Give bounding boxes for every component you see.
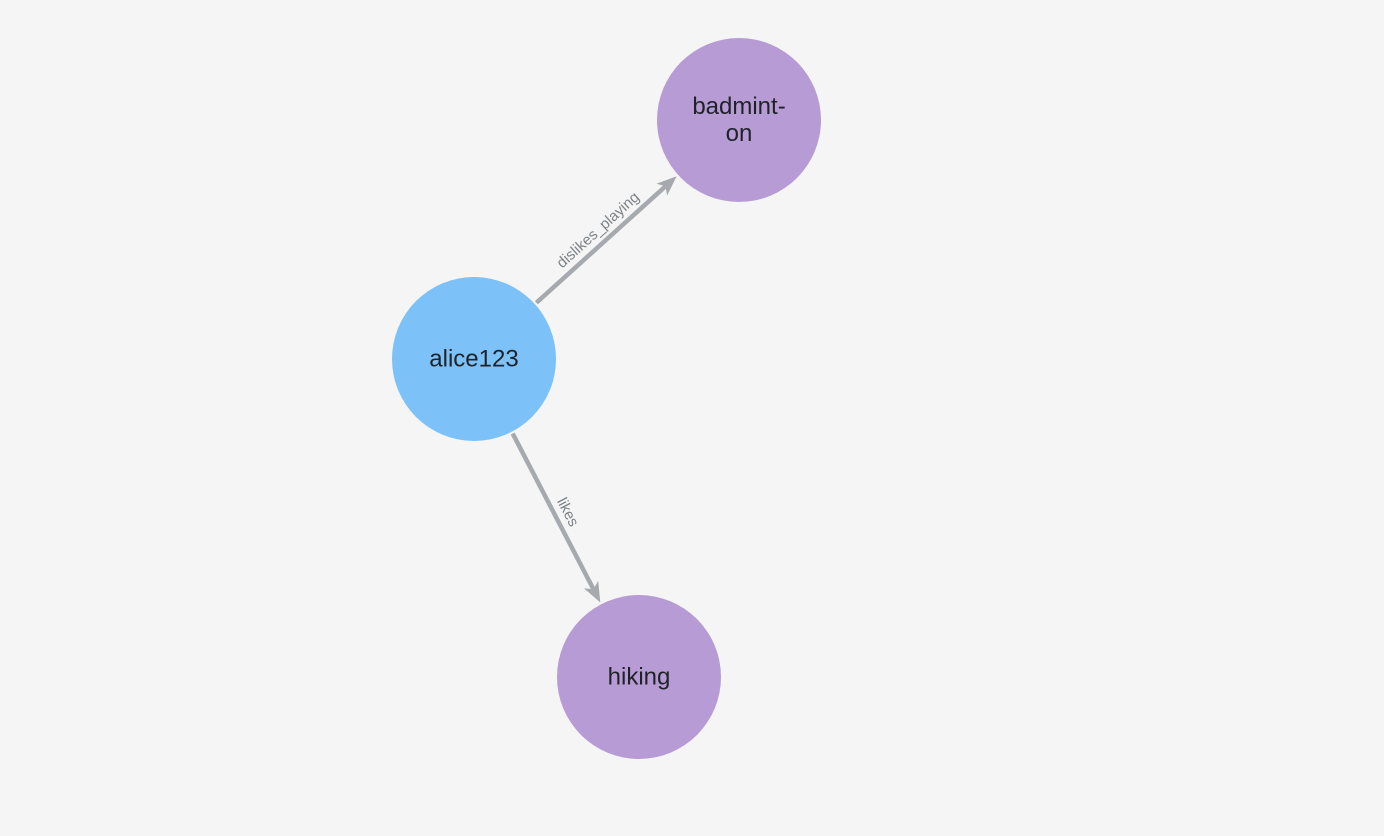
graph-node-hiking: hiking — [557, 595, 721, 759]
edge-arrowhead — [656, 176, 677, 196]
edge-line[interactable] — [534, 184, 667, 305]
node-circle[interactable] — [657, 38, 821, 202]
edge-label: dislikes_playing — [553, 189, 642, 272]
node-circle[interactable] — [392, 277, 556, 441]
graph-node-alice123: alice123 — [392, 277, 556, 441]
graph-edge-likes: likes — [510, 432, 601, 603]
graph-node-badminton: badmint-on — [657, 38, 821, 202]
edge-arrowhead — [584, 581, 601, 603]
node-circle[interactable] — [557, 595, 721, 759]
graph-edge-dislikes_playing: dislikes_playing — [534, 176, 677, 305]
edge-line[interactable] — [510, 432, 596, 591]
